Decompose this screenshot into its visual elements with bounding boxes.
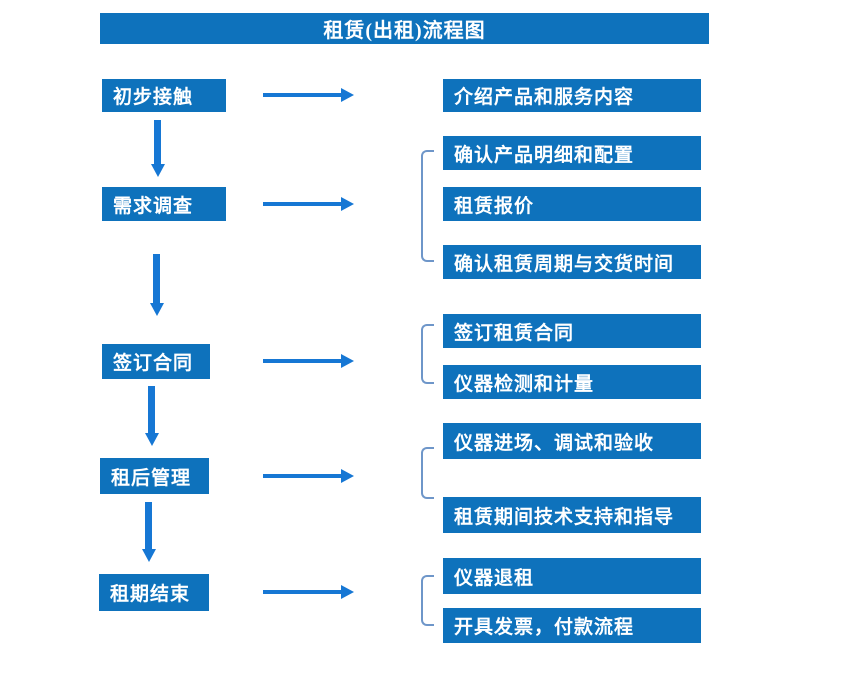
flow-arrow-right-5-icon: [263, 585, 354, 599]
flow-arrow-down-2-icon: [149, 254, 164, 316]
flow-arrow-right-2-icon: [263, 197, 354, 211]
flow-arrow-down-1-icon: [150, 120, 165, 177]
detail-box-invoice-payment: 开具发票，付款流程: [443, 608, 701, 643]
bracket-demand-survey-group: [421, 150, 434, 262]
detail-box-product-config: 确认产品明细和配置: [443, 136, 701, 170]
step-box-sign-contract: 签订合同: [102, 344, 210, 379]
arrow-head: [149, 303, 164, 316]
arrow-line: [263, 474, 341, 478]
step-box-post-rental-management: 租后管理: [100, 458, 209, 494]
detail-box-sign-rental-contract: 签订租赁合同: [443, 314, 701, 348]
arrow-head: [341, 585, 354, 599]
arrow-line: [154, 120, 161, 164]
arrow-line: [263, 202, 341, 206]
detail-box-rental-period-delivery: 确认租赁周期与交货时间: [443, 245, 701, 279]
arrow-line: [263, 590, 341, 594]
arrow-line: [145, 502, 152, 549]
flow-arrow-right-1-icon: [263, 88, 354, 102]
detail-box-instrument-inspection: 仪器检测和计量: [443, 365, 701, 399]
detail-box-instrument-setup-acceptance: 仪器进场、调试和验收: [443, 423, 701, 459]
detail-box-rental-quote: 租赁报价: [443, 187, 701, 221]
step-box-demand-survey: 需求调查: [102, 187, 226, 221]
arrow-head: [341, 197, 354, 211]
flow-arrow-right-4-icon: [263, 469, 354, 483]
arrow-head: [341, 88, 354, 102]
flowchart-title: 租赁(出租)流程图: [323, 20, 486, 42]
arrow-line: [263, 359, 341, 363]
arrow-line: [263, 93, 341, 97]
detail-box-intro-services: 介绍产品和服务内容: [443, 79, 701, 112]
step-box-rental-end: 租期结束: [99, 574, 209, 611]
bracket-rental-end-group: [421, 575, 434, 626]
detail-box-tech-support: 租赁期间技术支持和指导: [443, 497, 701, 533]
arrow-head: [341, 469, 354, 483]
bracket-post-rental-group: [421, 447, 434, 499]
flowchart-title-bar: 租赁(出租)流程图: [100, 13, 709, 44]
arrow-head: [150, 164, 165, 177]
arrow-line: [148, 386, 155, 433]
detail-box-instrument-return: 仪器退租: [443, 558, 701, 594]
arrow-head: [144, 433, 159, 446]
step-box-initial-contact: 初步接触: [102, 79, 226, 112]
flow-arrow-down-4-icon: [141, 502, 156, 562]
flow-arrow-down-3-icon: [144, 386, 159, 446]
arrow-head: [341, 354, 354, 368]
bracket-sign-contract-group: [421, 324, 434, 384]
flow-arrow-right-3-icon: [263, 354, 354, 368]
arrow-line: [153, 254, 160, 303]
arrow-head: [141, 549, 156, 562]
